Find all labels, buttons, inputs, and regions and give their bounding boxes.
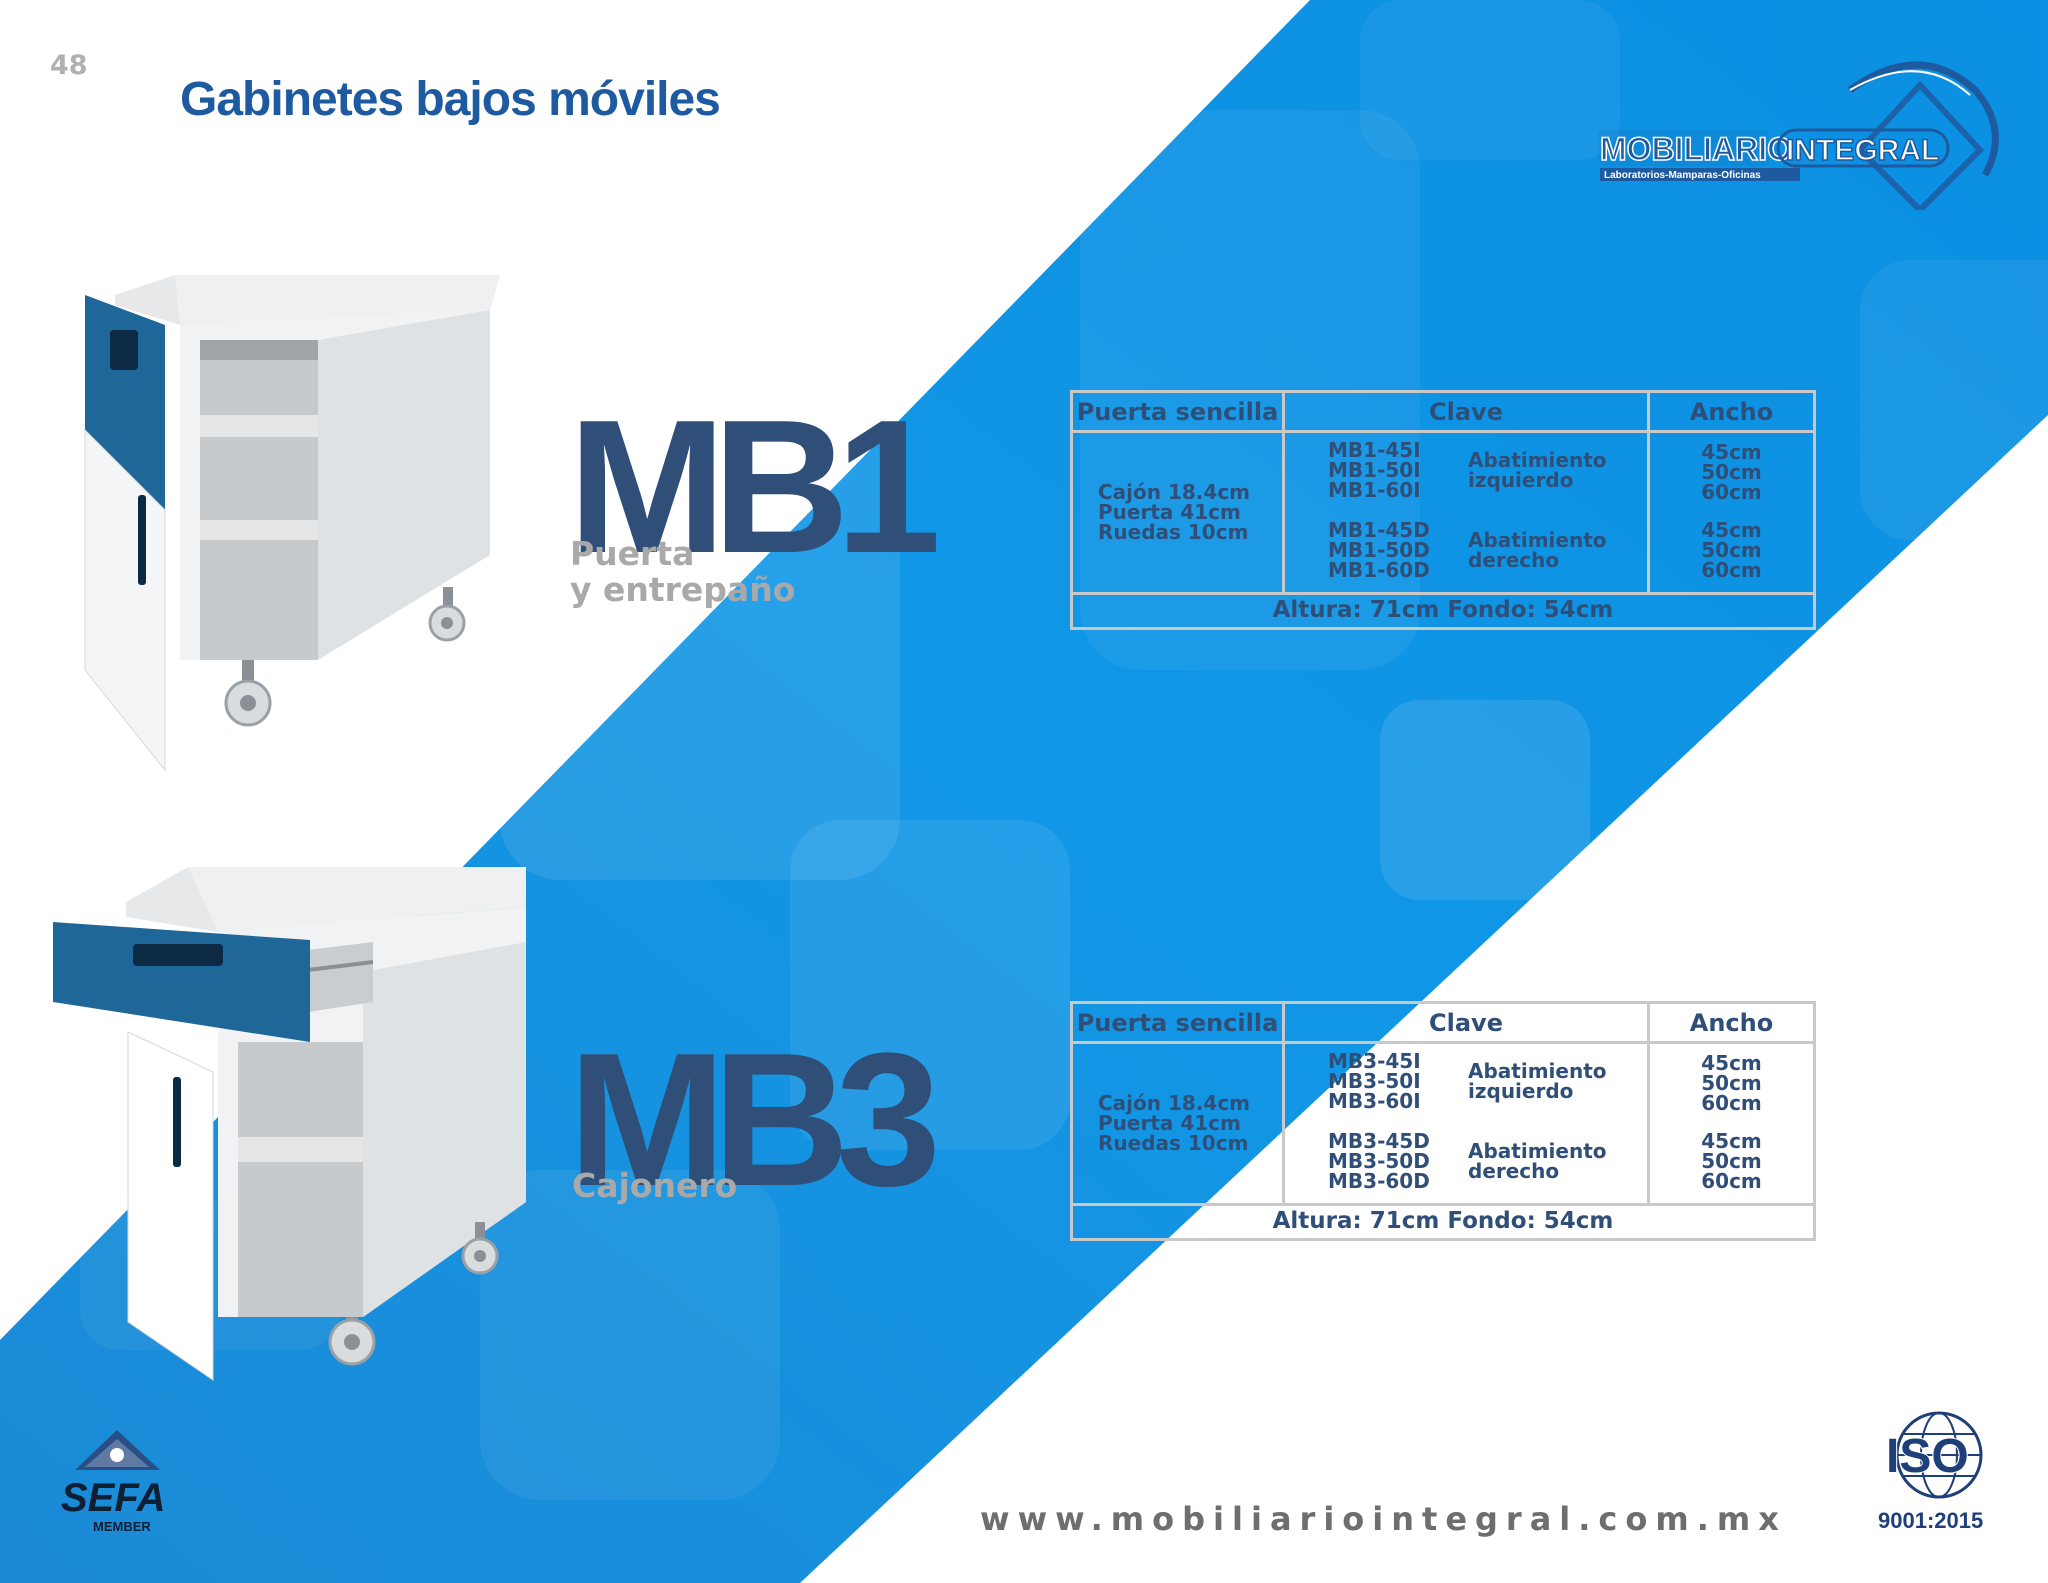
mb1-model-code: MB1 (568, 381, 941, 593)
width-item: 45cm (1701, 518, 1762, 542)
model-code-item: MB1-45I (1328, 438, 1421, 462)
page-title: Gabinetes bajos móviles (180, 73, 721, 126)
opening-label: Abatimiento (1468, 1059, 1607, 1083)
model-code-item: MB1-50I (1328, 458, 1421, 482)
mb1-features: Cajón 18.4cm Puerta 41cm Ruedas 10cm (1098, 482, 1250, 542)
website-url: www.mobiliariointegral.com.mx (980, 1500, 1787, 1538)
width-item: 50cm (1701, 460, 1762, 484)
width-item: 60cm (1701, 1091, 1762, 1115)
mb3-header-ancho: Ancho (1689, 1009, 1774, 1037)
feature-item: Puerta 41cm (1098, 500, 1241, 524)
model-code-item: MB3-50I (1328, 1069, 1421, 1093)
model-code-item: MB3-60D (1328, 1169, 1430, 1193)
mb1-description-line: Puerta (570, 534, 695, 573)
mb1-spec-table: Puerta sencilla Clave Ancho Cajón 18.4cm… (1070, 390, 1816, 630)
width-item: 50cm (1701, 538, 1762, 562)
mb3-description-line: Cajonero (572, 1166, 738, 1205)
feature-item: Ruedas 10cm (1098, 520, 1249, 544)
mb1-cabinet-image (84, 275, 500, 775)
mb1-opening-right: Abatimiento derecho (1468, 530, 1607, 570)
mb3-dimensions: Altura: 71cm Fondo: 54cm (1272, 1208, 1614, 1234)
brand-name-left: MOBILIARIO (1600, 131, 1792, 167)
model-code-item: MB3-45D (1328, 1129, 1430, 1153)
mb1-codes-right: MB1-45D MB1-50D MB1-60D (1328, 520, 1430, 580)
iso-mark: ISO (1886, 1430, 1969, 1483)
mb3-description: Cajonero (572, 1166, 738, 1205)
brand-name-right: INTEGRAL (1786, 134, 1939, 167)
opening-label: izquierdo (1468, 468, 1574, 492)
width-item: 50cm (1701, 1071, 1762, 1095)
mb3-widths-left: 45cm 50cm 60cm (1650, 1053, 1813, 1113)
mb3-widths-right: 45cm 50cm 60cm (1650, 1131, 1813, 1191)
mb3-model-code: MB3 (568, 1014, 941, 1226)
mb1-header-ancho: Ancho (1689, 398, 1774, 426)
feature-item: Cajón 18.4cm (1098, 1091, 1251, 1115)
model-code-item: MB1-60D (1328, 558, 1430, 582)
brand-logo: MOBILIARIO INTEGRAL Laboratorios-Mampara… (1598, 61, 1999, 210)
model-code-item: MB1-45D (1328, 518, 1430, 542)
width-item: 50cm (1701, 1149, 1762, 1173)
sefa-member-logo: SEFA MEMBER (61, 1430, 165, 1534)
width-item: 60cm (1701, 480, 1762, 504)
brand-tagline: Laboratorios-Mamparas-Oficinas (1604, 170, 1761, 181)
model-code-item: MB3-60I (1328, 1089, 1421, 1113)
iso-globe-icon: ISO (1885, 1411, 1983, 1499)
opening-label: derecho (1468, 1159, 1560, 1183)
width-item: 45cm (1701, 1129, 1762, 1153)
model-code-item: MB3-50D (1328, 1149, 1430, 1173)
mb3-features: Cajón 18.4cm Puerta 41cm Ruedas 10cm (1098, 1093, 1250, 1153)
mb1-description: Puerta y entrepaño (570, 534, 796, 610)
opening-label: Abatimiento (1468, 528, 1607, 552)
page-number: 48 (50, 50, 88, 81)
iso-standard: 9001:2015 (1878, 1508, 1984, 1533)
feature-item: Ruedas 10cm (1098, 1131, 1249, 1155)
mb3-codes-right: MB3-45D MB3-50D MB3-60D (1328, 1131, 1430, 1191)
mb1-widths-left: 45cm 50cm 60cm (1650, 442, 1813, 502)
mb3-opening-right: Abatimiento derecho (1468, 1141, 1607, 1181)
mb1-opening-left: Abatimiento izquierdo (1468, 450, 1607, 490)
mb1-header-puerta: Puerta sencilla (1076, 398, 1279, 426)
model-code-item: MB1-50D (1328, 538, 1430, 562)
opening-label: Abatimiento (1468, 1139, 1607, 1163)
opening-label: Abatimiento (1468, 448, 1607, 472)
mb1-dimensions: Altura: 71cm Fondo: 54cm (1272, 597, 1614, 623)
width-item: 60cm (1701, 1169, 1762, 1193)
mb3-header-puerta: Puerta sencilla (1076, 1009, 1279, 1037)
mb3-header-clave: Clave (1429, 1009, 1503, 1037)
model-code-item: MB1-60I (1328, 478, 1421, 502)
mb3-opening-left: Abatimiento izquierdo (1468, 1061, 1607, 1101)
mb3-cabinet-image (53, 867, 526, 1381)
width-item: 45cm (1701, 1051, 1762, 1075)
opening-label: izquierdo (1468, 1079, 1574, 1103)
mb3-codes-left: MB3-45I MB3-50I MB3-60I (1328, 1051, 1421, 1111)
mb3-spec-table: Puerta sencilla Clave Ancho Cajón 18.4cm… (1070, 1001, 1816, 1241)
opening-label: derecho (1468, 548, 1560, 572)
sefa-member-text: MEMBER (93, 1519, 151, 1534)
feature-item: Puerta 41cm (1098, 1111, 1241, 1135)
sefa-name: SEFA (61, 1476, 165, 1520)
mb1-header-clave: Clave (1429, 398, 1503, 426)
model-code-item: MB3-45I (1328, 1049, 1421, 1073)
width-item: 60cm (1701, 558, 1762, 582)
mb1-codes-left: MB1-45I MB1-50I MB1-60I (1328, 440, 1421, 500)
mb1-widths-right: 45cm 50cm 60cm (1650, 520, 1813, 580)
feature-item: Cajón 18.4cm (1098, 480, 1251, 504)
width-item: 45cm (1701, 440, 1762, 464)
mb1-description-line: y entrepaño (570, 570, 796, 610)
